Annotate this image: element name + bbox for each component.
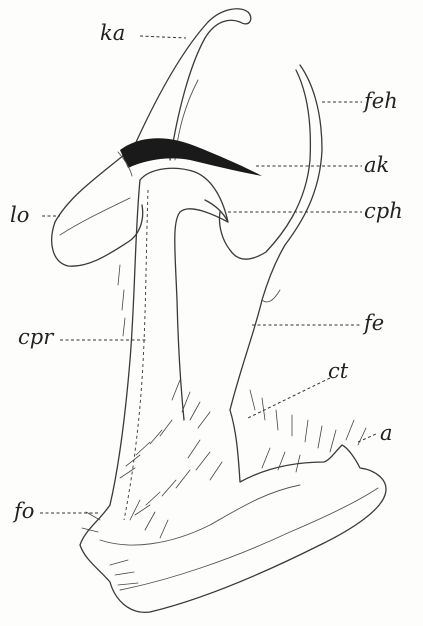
setae (82, 265, 366, 585)
label-feh: feh (362, 89, 398, 113)
label-ka: ka (100, 21, 125, 45)
leader-a (358, 434, 376, 442)
label-cph: cph (364, 199, 403, 223)
label-fe: fe (362, 311, 384, 335)
leader-ka (140, 36, 186, 38)
ka-process (128, 9, 251, 160)
label-ak: ak (364, 153, 389, 177)
base-body (80, 410, 386, 612)
label-fo: fo (12, 499, 34, 523)
cpr-stem-left (110, 180, 140, 505)
label-lo: lo (10, 203, 29, 227)
label-a: a (380, 421, 393, 445)
base-inner-curve (100, 485, 300, 545)
lo-lobe-inner (60, 198, 130, 235)
label-ct: ct (328, 359, 349, 383)
feh-process (230, 65, 322, 410)
leader-ct (248, 378, 330, 418)
label-cpr: cpr (18, 325, 55, 349)
